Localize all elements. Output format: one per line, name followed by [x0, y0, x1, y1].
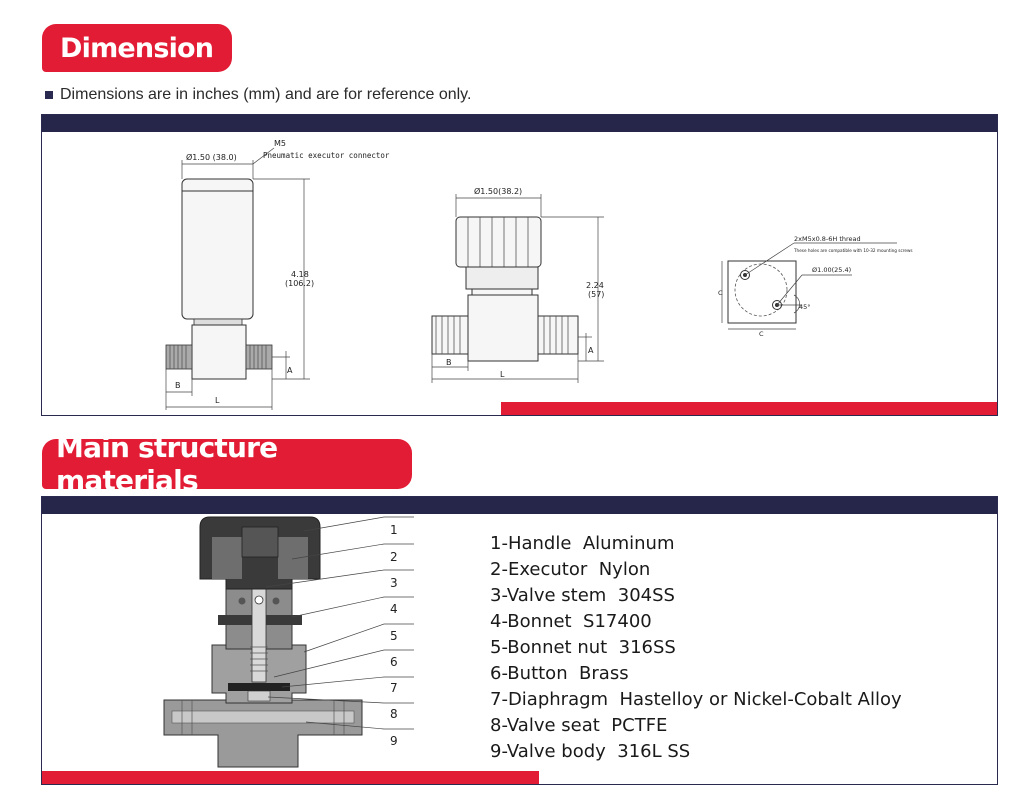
d2-b-label: B — [446, 358, 452, 367]
manual-valve-drawing — [431, 194, 604, 383]
material-item-button: 6-Button Brass — [490, 663, 629, 684]
material-item-handle: 1-Handle Aluminum — [490, 533, 675, 554]
d1-diameter-label: Ø1.50 (38.0) — [186, 152, 237, 162]
d1-l-label: L — [215, 396, 220, 405]
d2-height-mm-label: (57) — [588, 290, 604, 299]
material-item-valve-seat: 8-Valve seat PCTFE — [490, 715, 668, 736]
d2-a-label: A — [588, 346, 594, 355]
material-item-executor: 2-Executor Nylon — [490, 559, 651, 580]
callout-numbers: 1 2 3 4 5 6 7 8 9 — [390, 523, 398, 748]
d3-angle-label: 45° — [799, 303, 811, 311]
pneumatic-valve-drawing — [165, 147, 310, 410]
drawing3-labels: 2xM5x0.8-6H thread These holes are compa… — [718, 235, 913, 338]
d3-thread-label: 2xM5x0.8-6H thread — [794, 235, 861, 243]
d2-l-label: L — [500, 370, 505, 379]
callout-4: 4 — [390, 602, 398, 616]
material-item-bonnet-nut: 5-Bonnet nut 316SS — [490, 637, 676, 658]
d3-c-label-bottom: C — [759, 330, 764, 338]
d1-height-mm-label: (106.2) — [285, 279, 314, 288]
connector-label: Pneumatic executor connector — [263, 151, 390, 160]
callout-2: 2 — [390, 550, 398, 564]
callout-5: 5 — [390, 629, 398, 643]
drawing1-labels: M5 Pneumatic executor connector Ø1.50 (3… — [175, 139, 390, 405]
callout-7: 7 — [390, 681, 398, 695]
materials-panel: 1 2 3 4 5 6 7 8 9 — [41, 496, 998, 785]
drawing2-labels: Ø1.50(38.2) 2.24 (57) A B L — [446, 186, 604, 379]
panel-accent-bar — [42, 771, 539, 784]
d3-screws-label: These holes are compatible with 10-32 mo… — [793, 248, 913, 253]
dimension-heading: Dimension — [42, 24, 232, 72]
m5-label: M5 — [274, 139, 286, 148]
material-item-valve-stem: 3-Valve stem 304SS — [490, 585, 675, 606]
d1-height-label: 4.18 — [291, 270, 309, 279]
panel-top-bar — [42, 115, 997, 132]
callout-3: 3 — [390, 576, 398, 590]
d2-diameter-label: Ø1.50(38.2) — [474, 186, 522, 196]
material-item-valve-body: 9-Valve body 316L SS — [490, 741, 691, 762]
dimension-panel: M5 Pneumatic executor connector Ø1.50 (3… — [41, 114, 998, 416]
square-bullet-icon — [45, 91, 53, 99]
d3-diameter-label: Ø1.00(25.4) — [812, 266, 851, 274]
panel-accent-bar — [501, 402, 997, 415]
d1-a-label: A — [287, 366, 293, 375]
callout-1: 1 — [390, 523, 398, 537]
dimension-heading-text: Dimension — [60, 32, 214, 64]
callout-6: 6 — [390, 655, 398, 669]
mounting-pattern-drawing — [721, 242, 897, 330]
dimension-note: Dimensions are in inches (mm) and are fo… — [45, 86, 471, 104]
material-item-bonnet: 4-Bonnet S17400 — [490, 611, 652, 632]
materials-heading-text: Main structure materials — [56, 431, 278, 497]
panel-top-bar — [42, 497, 997, 514]
callout-9: 9 — [390, 734, 398, 748]
materials-list: 1-Handle Aluminum 2-Executor Nylon 3-Val… — [490, 531, 902, 765]
callout-8: 8 — [390, 707, 398, 721]
d2-height-label: 2.24 — [586, 281, 604, 290]
d1-b-label: B — [175, 381, 181, 390]
material-item-diaphragm: 7-Diaphragm Hastelloy or Nickel-Cobalt A… — [490, 689, 902, 710]
dimension-note-text: Dimensions are in inches (mm) and are fo… — [60, 86, 472, 103]
materials-heading: Main structure materials — [42, 431, 412, 497]
valve-cross-section-drawing — [163, 516, 414, 768]
d3-c-label-left: C — [718, 289, 723, 297]
